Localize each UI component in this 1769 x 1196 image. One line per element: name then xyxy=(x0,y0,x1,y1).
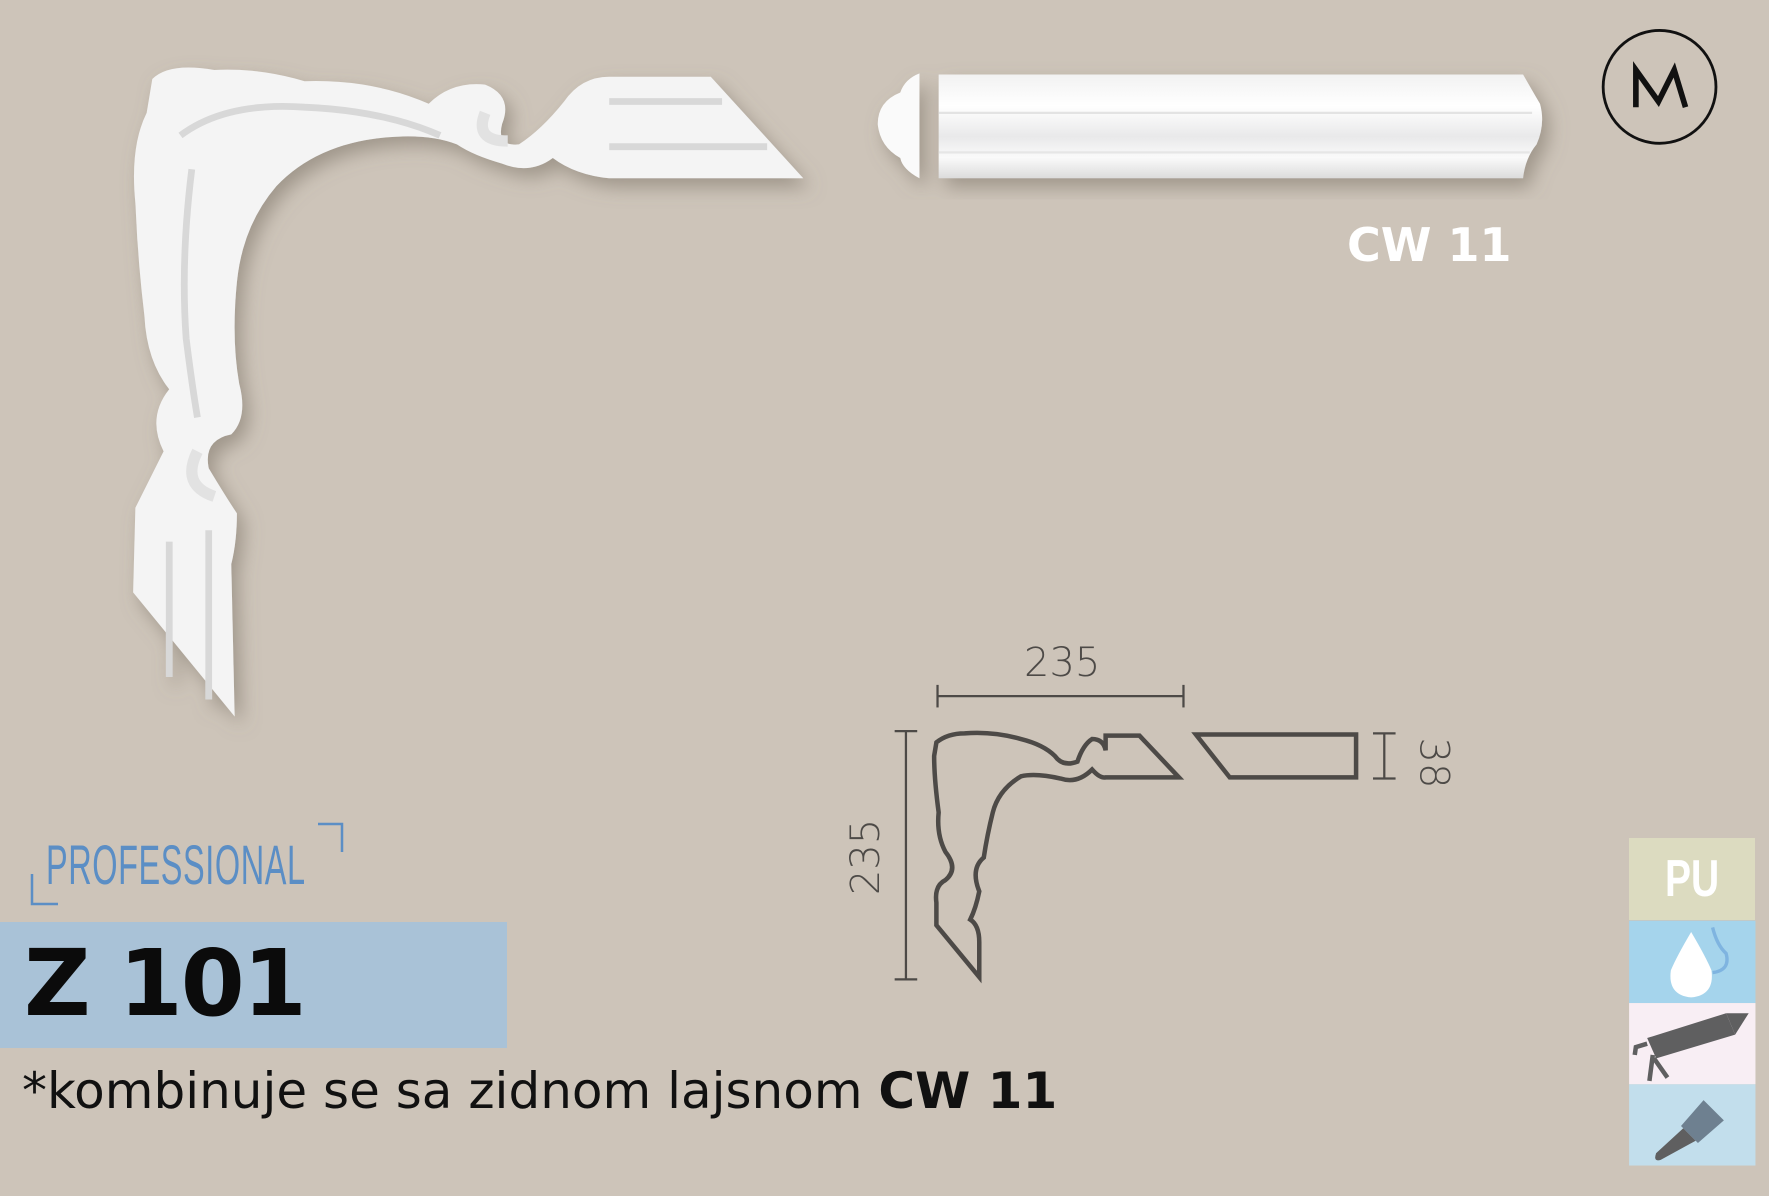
dimension-drawing xyxy=(894,684,1396,984)
caulk-gun-icon xyxy=(1632,1013,1749,1082)
profile-dimension-line xyxy=(1373,732,1396,780)
pu-label: PU xyxy=(1664,850,1720,908)
height-dimension-line xyxy=(894,730,918,981)
corner-ornament-image xyxy=(133,67,804,717)
product-line-label: PROFESSIONAL xyxy=(46,833,306,896)
combination-note-text: *kombinuje se sa zidnom lajsnom xyxy=(22,1062,879,1120)
height-dimension-label: 235 xyxy=(843,818,890,896)
water-drops-icon xyxy=(1670,927,1729,998)
profile-height-label: 38 xyxy=(1410,737,1457,789)
combination-note: *kombinuje se sa zidnom lajsnom CW 11 xyxy=(22,1062,1057,1120)
feature-badges xyxy=(1629,920,1756,1166)
model-name: Z 101 xyxy=(24,930,307,1037)
rail-label: CW 11 xyxy=(1347,218,1512,272)
paint-brush-icon xyxy=(1655,1100,1724,1161)
combination-note-model: CW 11 xyxy=(878,1062,1058,1120)
model-name-box xyxy=(0,922,507,1048)
brand-logo xyxy=(1601,29,1718,145)
professional-frame-icon xyxy=(30,822,344,906)
width-dimension-label: 235 xyxy=(1024,640,1101,686)
pu-material-badge: PU xyxy=(1629,838,1755,920)
corner-outline xyxy=(931,730,1185,984)
width-dimension-line xyxy=(936,684,1185,708)
rail-profile-outline xyxy=(1191,732,1359,780)
cw11-rail-image xyxy=(877,73,1543,179)
